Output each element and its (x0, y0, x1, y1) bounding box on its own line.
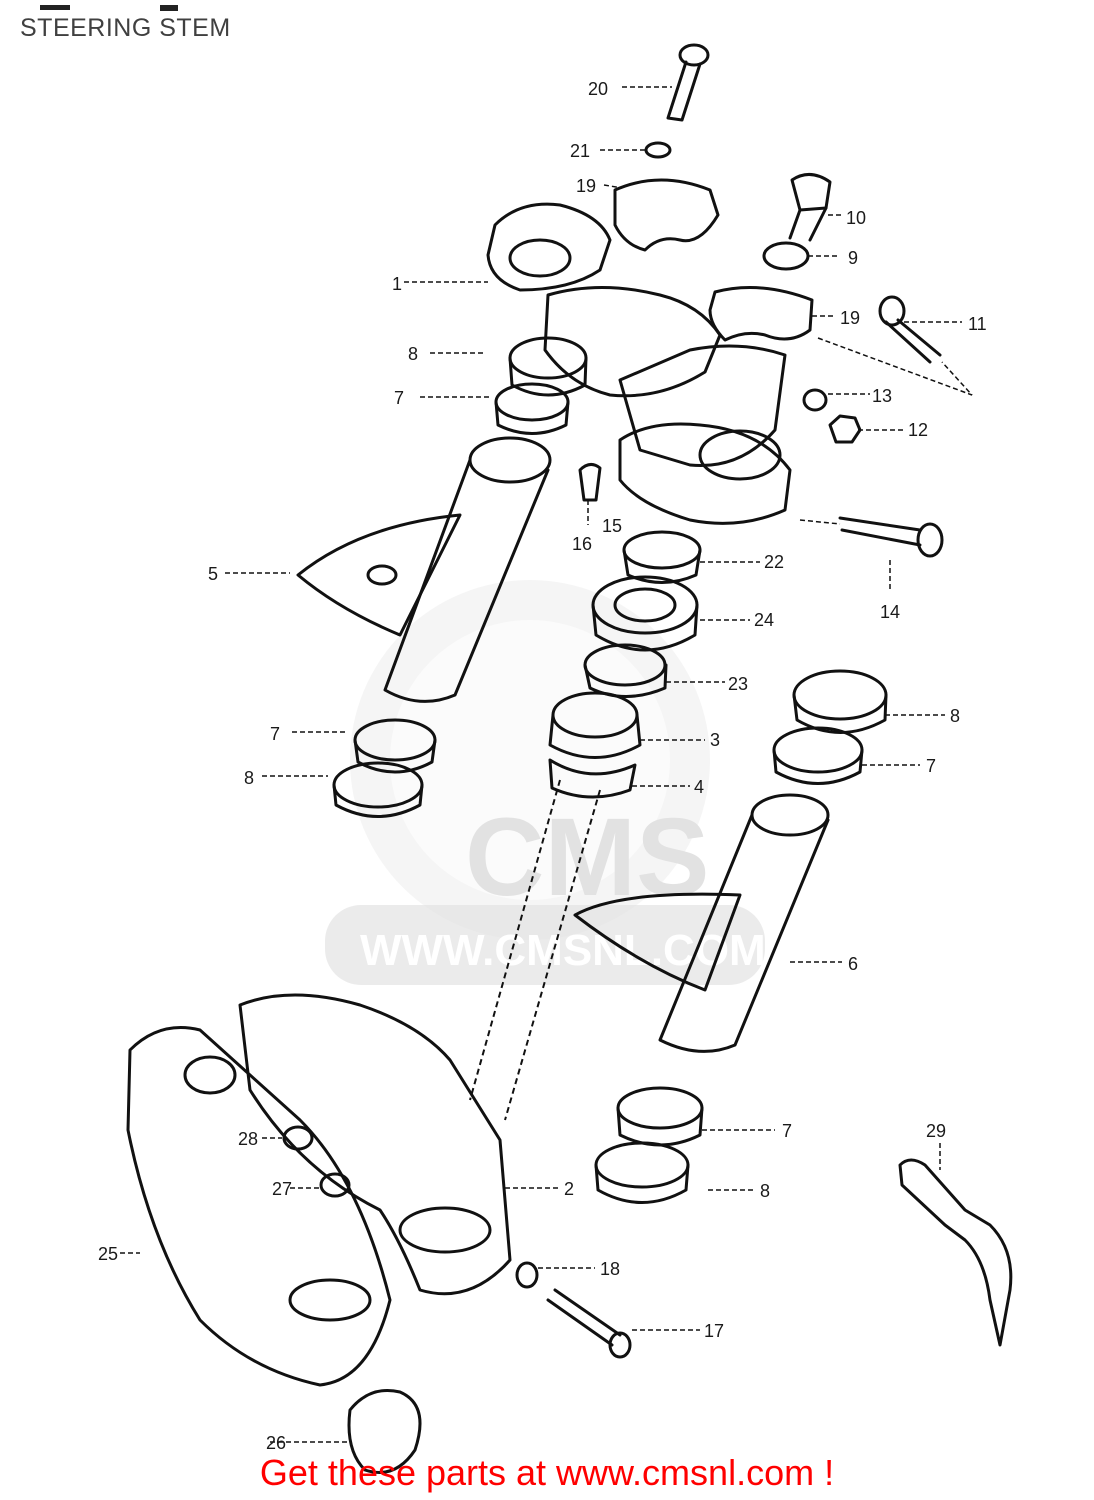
callout-25: 25 (98, 1244, 118, 1264)
callout-7: 7 (782, 1121, 792, 1141)
callout-17: 17 (704, 1321, 724, 1341)
callout-16: 16 (572, 534, 592, 554)
part-19-handlebar-clamp-lower (708, 286, 814, 342)
callout-19: 19 (840, 308, 860, 328)
part-12-nut (828, 414, 862, 444)
part-21-washer (644, 141, 672, 159)
callout-1: 1 (392, 274, 402, 294)
part-6-fork-tube-right (573, 793, 830, 1053)
part-22-nut (622, 530, 702, 584)
callout-14: 14 (880, 602, 900, 622)
callout-12: 12 (908, 420, 928, 440)
part-13-washer (802, 388, 828, 412)
callout-9: 9 (848, 248, 858, 268)
part-1-upper-bracket (486, 202, 792, 525)
part-5-fork-tube-left (296, 436, 552, 703)
part-4-race (548, 758, 637, 799)
part-20-bolt (666, 43, 710, 122)
part-27-washer (319, 1172, 351, 1198)
part-3-bearing (548, 691, 642, 759)
part-24-seal (591, 575, 699, 652)
callout-15: 15 (602, 516, 622, 536)
callout-22: 22 (764, 552, 784, 572)
part-19-handlebar-clamp-upper (613, 178, 720, 252)
cropped-header-fragment (0, 0, 260, 11)
callout-21: 21 (570, 141, 590, 161)
part-23-washer (583, 643, 668, 698)
part-10-bolt (788, 173, 832, 242)
part-29-ignition-key (898, 1158, 1013, 1347)
callout-4: 4 (694, 777, 704, 797)
callout-5: 5 (208, 564, 218, 584)
callout-labels: 20 21 19 10 9 1 19 11 8 7 13 12 16 15 14… (98, 79, 987, 1453)
callout-8: 8 (408, 344, 418, 364)
callout-8: 8 (244, 768, 254, 788)
callout-28: 28 (238, 1129, 258, 1149)
part-26-cap (347, 1389, 422, 1474)
callout-23: 23 (728, 674, 748, 694)
part-18-washer (515, 1261, 539, 1289)
part-7-race-right (772, 726, 864, 785)
callout-13: 13 (872, 386, 892, 406)
part-25-cover (126, 1026, 392, 1387)
part-8-bearing-mid-left (332, 761, 424, 818)
callout-8: 8 (950, 706, 960, 726)
part-28-nut (282, 1125, 314, 1151)
cmsnl-watermark: CMS WWW.CMSNL.COM (325, 580, 766, 985)
part-7-race-mid-left (353, 718, 437, 774)
footer-link-text[interactable]: Get these parts at www.cmsnl.com ! (259, 1452, 835, 1493)
callout-29: 29 (926, 1121, 946, 1141)
part-7-race-top-left (494, 382, 570, 435)
part-11-bolt (878, 295, 942, 364)
leader-lines (120, 86, 973, 1443)
callout-18: 18 (600, 1259, 620, 1279)
part-16-pin (578, 463, 602, 502)
callout-10: 10 (846, 208, 866, 228)
part-8-bearing-lower (594, 1141, 690, 1204)
part-17-bolt (546, 1288, 632, 1359)
part-2-lower-bracket (238, 993, 512, 1296)
callout-7: 7 (394, 388, 404, 408)
part-9-washer (762, 241, 810, 271)
callout-7: 7 (270, 724, 280, 744)
callout-6: 6 (848, 954, 858, 974)
callout-24: 24 (754, 610, 774, 630)
callout-11: 11 (968, 314, 987, 334)
callout-27: 27 (272, 1179, 292, 1199)
part-8-bearing-right (792, 669, 888, 734)
page-title: STEERING STEM (20, 14, 231, 42)
callout-20: 20 (588, 79, 608, 99)
callout-19: 19 (576, 176, 596, 196)
part-2-stem-shaft (469, 779, 601, 1121)
callout-26: 26 (266, 1433, 286, 1453)
watermark-brand: CMS (465, 796, 709, 919)
callout-3: 3 (710, 730, 720, 750)
part-7-race-lower (616, 1086, 704, 1147)
callout-8: 8 (760, 1181, 770, 1201)
callout-7: 7 (926, 756, 936, 776)
part-14-bolt (838, 516, 944, 558)
callout-2: 2 (564, 1179, 574, 1199)
